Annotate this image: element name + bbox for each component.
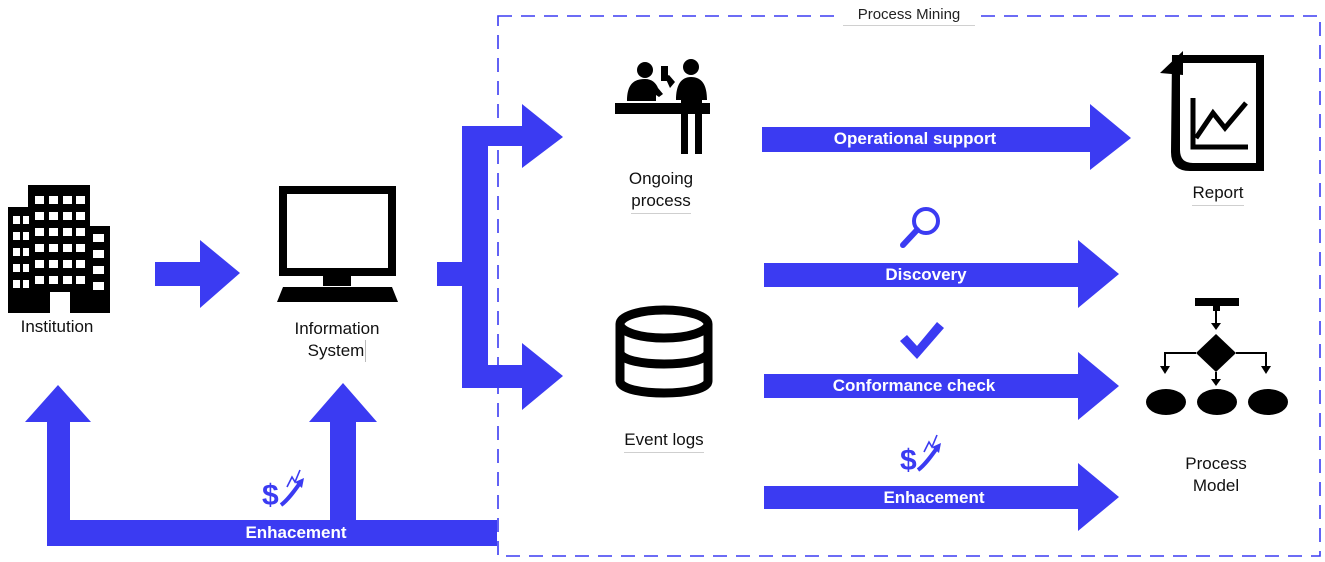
flowchart-icon [1146, 298, 1288, 415]
process-model-label: Process Model [1160, 453, 1272, 497]
process-model-line2: Model [1192, 476, 1240, 495]
conformance-check-label: Conformance check [832, 376, 996, 395]
operational-support-label: Operational support [833, 129, 997, 148]
dollar-growth-icon: $ [262, 469, 304, 512]
ongoing-process-label: Ongoing process [601, 168, 721, 214]
process-mining-title: Process Mining [843, 5, 975, 26]
event-logs-label: Event logs [601, 429, 727, 453]
information-system-line1: Information [294, 319, 380, 338]
information-system-label: Information System [270, 318, 404, 362]
institution-label-text: Institution [20, 317, 94, 336]
process-mining-frame [497, 15, 1321, 557]
operational-support-arrow [762, 104, 1131, 170]
institution-to-system-arrow [155, 240, 240, 308]
report-label: Report [1168, 182, 1268, 206]
database-icon [615, 305, 713, 398]
computer-monitor-icon [277, 186, 398, 302]
service-desk-people-icon [615, 59, 710, 154]
ongoing-process-line1: Ongoing [628, 169, 694, 188]
discovery-arrow [764, 240, 1119, 308]
svg-text:$: $ [262, 479, 279, 512]
enhancement-feedback-arrow [25, 383, 497, 546]
checkmark-icon [900, 322, 944, 359]
dollar-growth-icon: $ [900, 434, 941, 477]
process-model-line1: Process [1185, 454, 1247, 473]
report-chart-icon [1160, 51, 1264, 171]
office-building-icon [8, 185, 110, 313]
enhancement-arrow [764, 463, 1119, 531]
event-logs-label-text: Event logs [624, 429, 704, 453]
report-label-text: Report [1192, 182, 1244, 206]
svg-text:$: $ [900, 444, 917, 477]
enhancement-feedback-label: Enhacement [245, 523, 347, 542]
discovery-label: Discovery [885, 265, 967, 284]
institution-label: Institution [0, 316, 114, 338]
system-fork-arrow [437, 104, 563, 410]
conformance-check-arrow [764, 352, 1119, 420]
ongoing-process-line2: process [631, 190, 691, 214]
enhancement-label: Enhacement [883, 488, 985, 507]
information-system-line2: System [307, 340, 367, 362]
magnifier-icon [900, 207, 940, 248]
